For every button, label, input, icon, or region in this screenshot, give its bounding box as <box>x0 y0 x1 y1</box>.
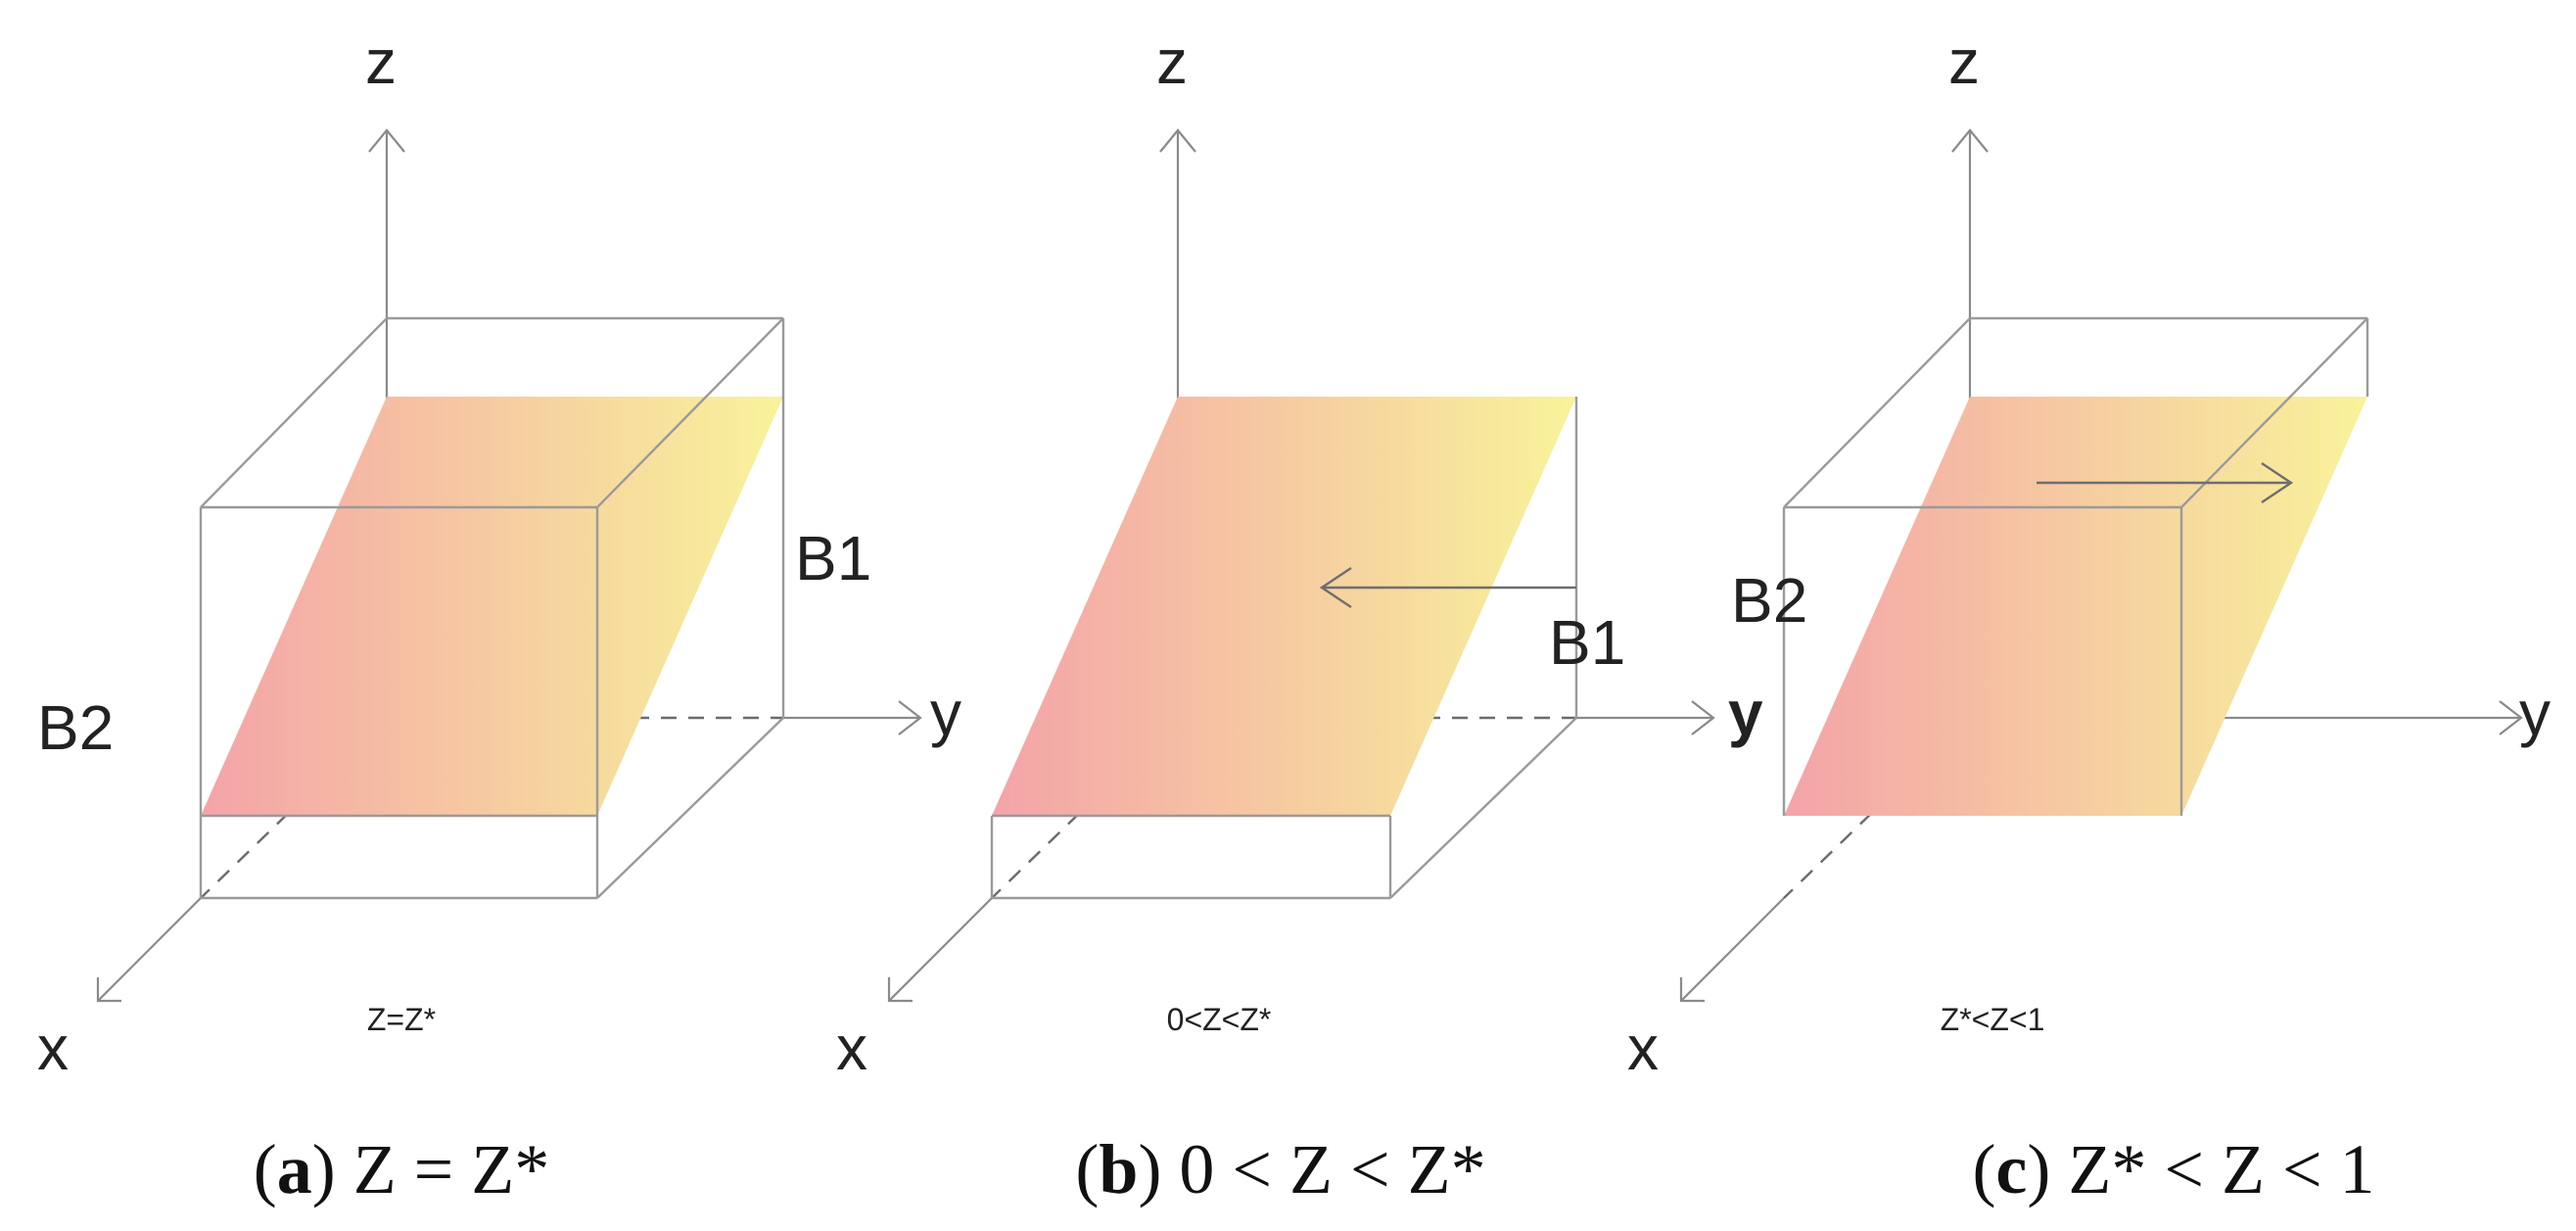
z-axis-label: z <box>365 26 397 97</box>
x-axis-arrowhead <box>887 977 913 1003</box>
panel-b: z y x B1 0<Z<Z* (b) 0 < Z < Z* <box>836 26 1763 1208</box>
box-outline <box>1782 316 2369 816</box>
z-axis-label: z <box>1948 26 1980 97</box>
z-axis-arrowhead <box>368 128 405 153</box>
x-axis <box>1680 897 1785 1002</box>
x-axis-label: x <box>836 1013 867 1083</box>
x-axis <box>888 897 993 1002</box>
x-axis-label: x <box>37 1013 69 1083</box>
inner-caption: 0<Z<Z* <box>1167 1002 1272 1037</box>
z-axis-arrowhead <box>1159 128 1196 153</box>
z-axis-arrowhead <box>1951 128 1989 153</box>
shifted-plane <box>1784 397 2367 816</box>
inner-caption: Z*<Z<1 <box>1941 1002 2045 1037</box>
block-label-b1: B1 <box>1549 607 1625 678</box>
x-axis-label: x <box>1627 1013 1659 1083</box>
y-axis-arrowhead <box>898 700 922 735</box>
x-axis <box>97 897 202 1002</box>
block-label-b2: B2 <box>1731 565 1807 636</box>
panel-caption: (b) 0 < Z < Z* <box>1075 1130 1485 1208</box>
y-axis-arrowhead <box>2499 700 2523 735</box>
panel-c: z y x B2 Z*<Z<1 (c) Z* < Z < 1 <box>1627 26 2551 1208</box>
box-outline <box>990 397 1578 900</box>
shifted-plane <box>992 397 1576 816</box>
shifted-plane <box>201 397 783 816</box>
displacement-arrowhead <box>1319 567 1352 608</box>
x-axis-arrowhead <box>1679 977 1705 1003</box>
panel-caption: (a) Z = Z* <box>254 1130 550 1208</box>
y-axis-label: y <box>1728 678 1763 748</box>
y-axis-arrowhead <box>1691 700 1715 735</box>
inner-caption: Z=Z* <box>367 1002 436 1037</box>
panel-caption: (c) Z* < Z < 1 <box>1972 1130 2374 1208</box>
y-axis-label: y <box>2519 678 2551 748</box>
displacement-arrowhead <box>2261 462 2294 503</box>
y-axis-label: y <box>930 678 961 748</box>
block-label-b2: B2 <box>37 692 114 763</box>
x-axis-arrowhead <box>96 977 121 1003</box>
panel-a: z y x B1 B2 Z=Z* (a) Z = Z* <box>37 26 961 1208</box>
box-outline <box>199 316 785 900</box>
z-axis-label: z <box>1156 26 1188 97</box>
block-label-b1: B1 <box>795 523 871 593</box>
